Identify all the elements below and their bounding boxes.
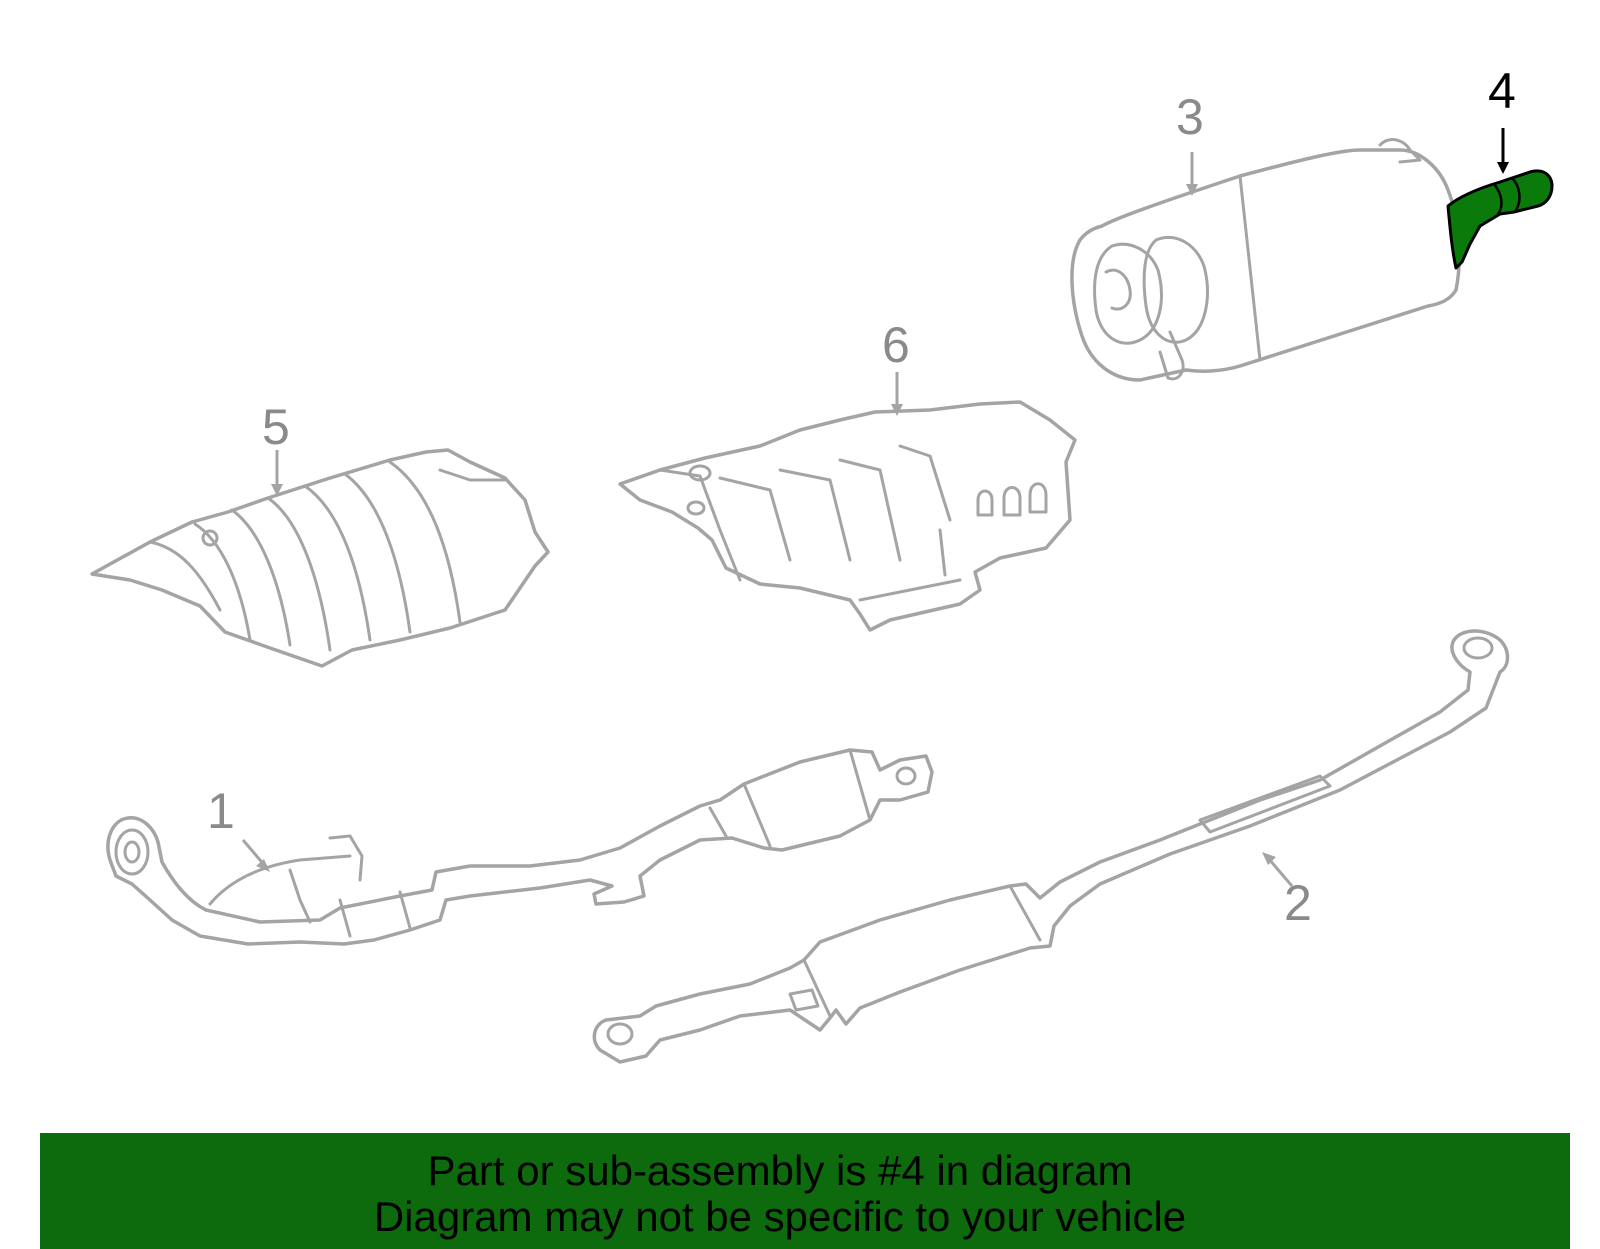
info-banner: Part or sub-assembly is #4 in diagram Di…: [40, 1133, 1570, 1249]
leader-2-arrow: [1262, 852, 1294, 887]
part-2-intermediate-pipe[interactable]: [592, 629, 1510, 1064]
callout-2: 2: [1284, 875, 1312, 931]
banner-line-part-number: Part or sub-assembly is #4 in diagram: [427, 1147, 1133, 1194]
callout-5: 5: [262, 399, 290, 455]
leader-4-arrow: [1497, 128, 1509, 174]
part-5-heat-shield[interactable]: [90, 448, 550, 668]
callout-3: 3: [1176, 89, 1204, 145]
part-6-heat-shield[interactable]: [618, 400, 1077, 632]
banner-line-disclaimer: Diagram may not be specific to your vehi…: [373, 1193, 1187, 1240]
leader-6-arrow: [891, 372, 903, 416]
part-4-tail-pipe[interactable]: [1446, 169, 1554, 270]
part-3-muffler[interactable]: [1070, 138, 1462, 382]
part-1-front-pipe[interactable]: [106, 748, 934, 946]
leader-3-arrow: [1186, 152, 1198, 196]
callout-6: 6: [882, 317, 910, 373]
callout-4: 4: [1488, 63, 1516, 119]
leader-5-arrow: [271, 450, 283, 496]
leader-1-arrow: [241, 839, 270, 872]
callout-1: 1: [207, 783, 235, 839]
